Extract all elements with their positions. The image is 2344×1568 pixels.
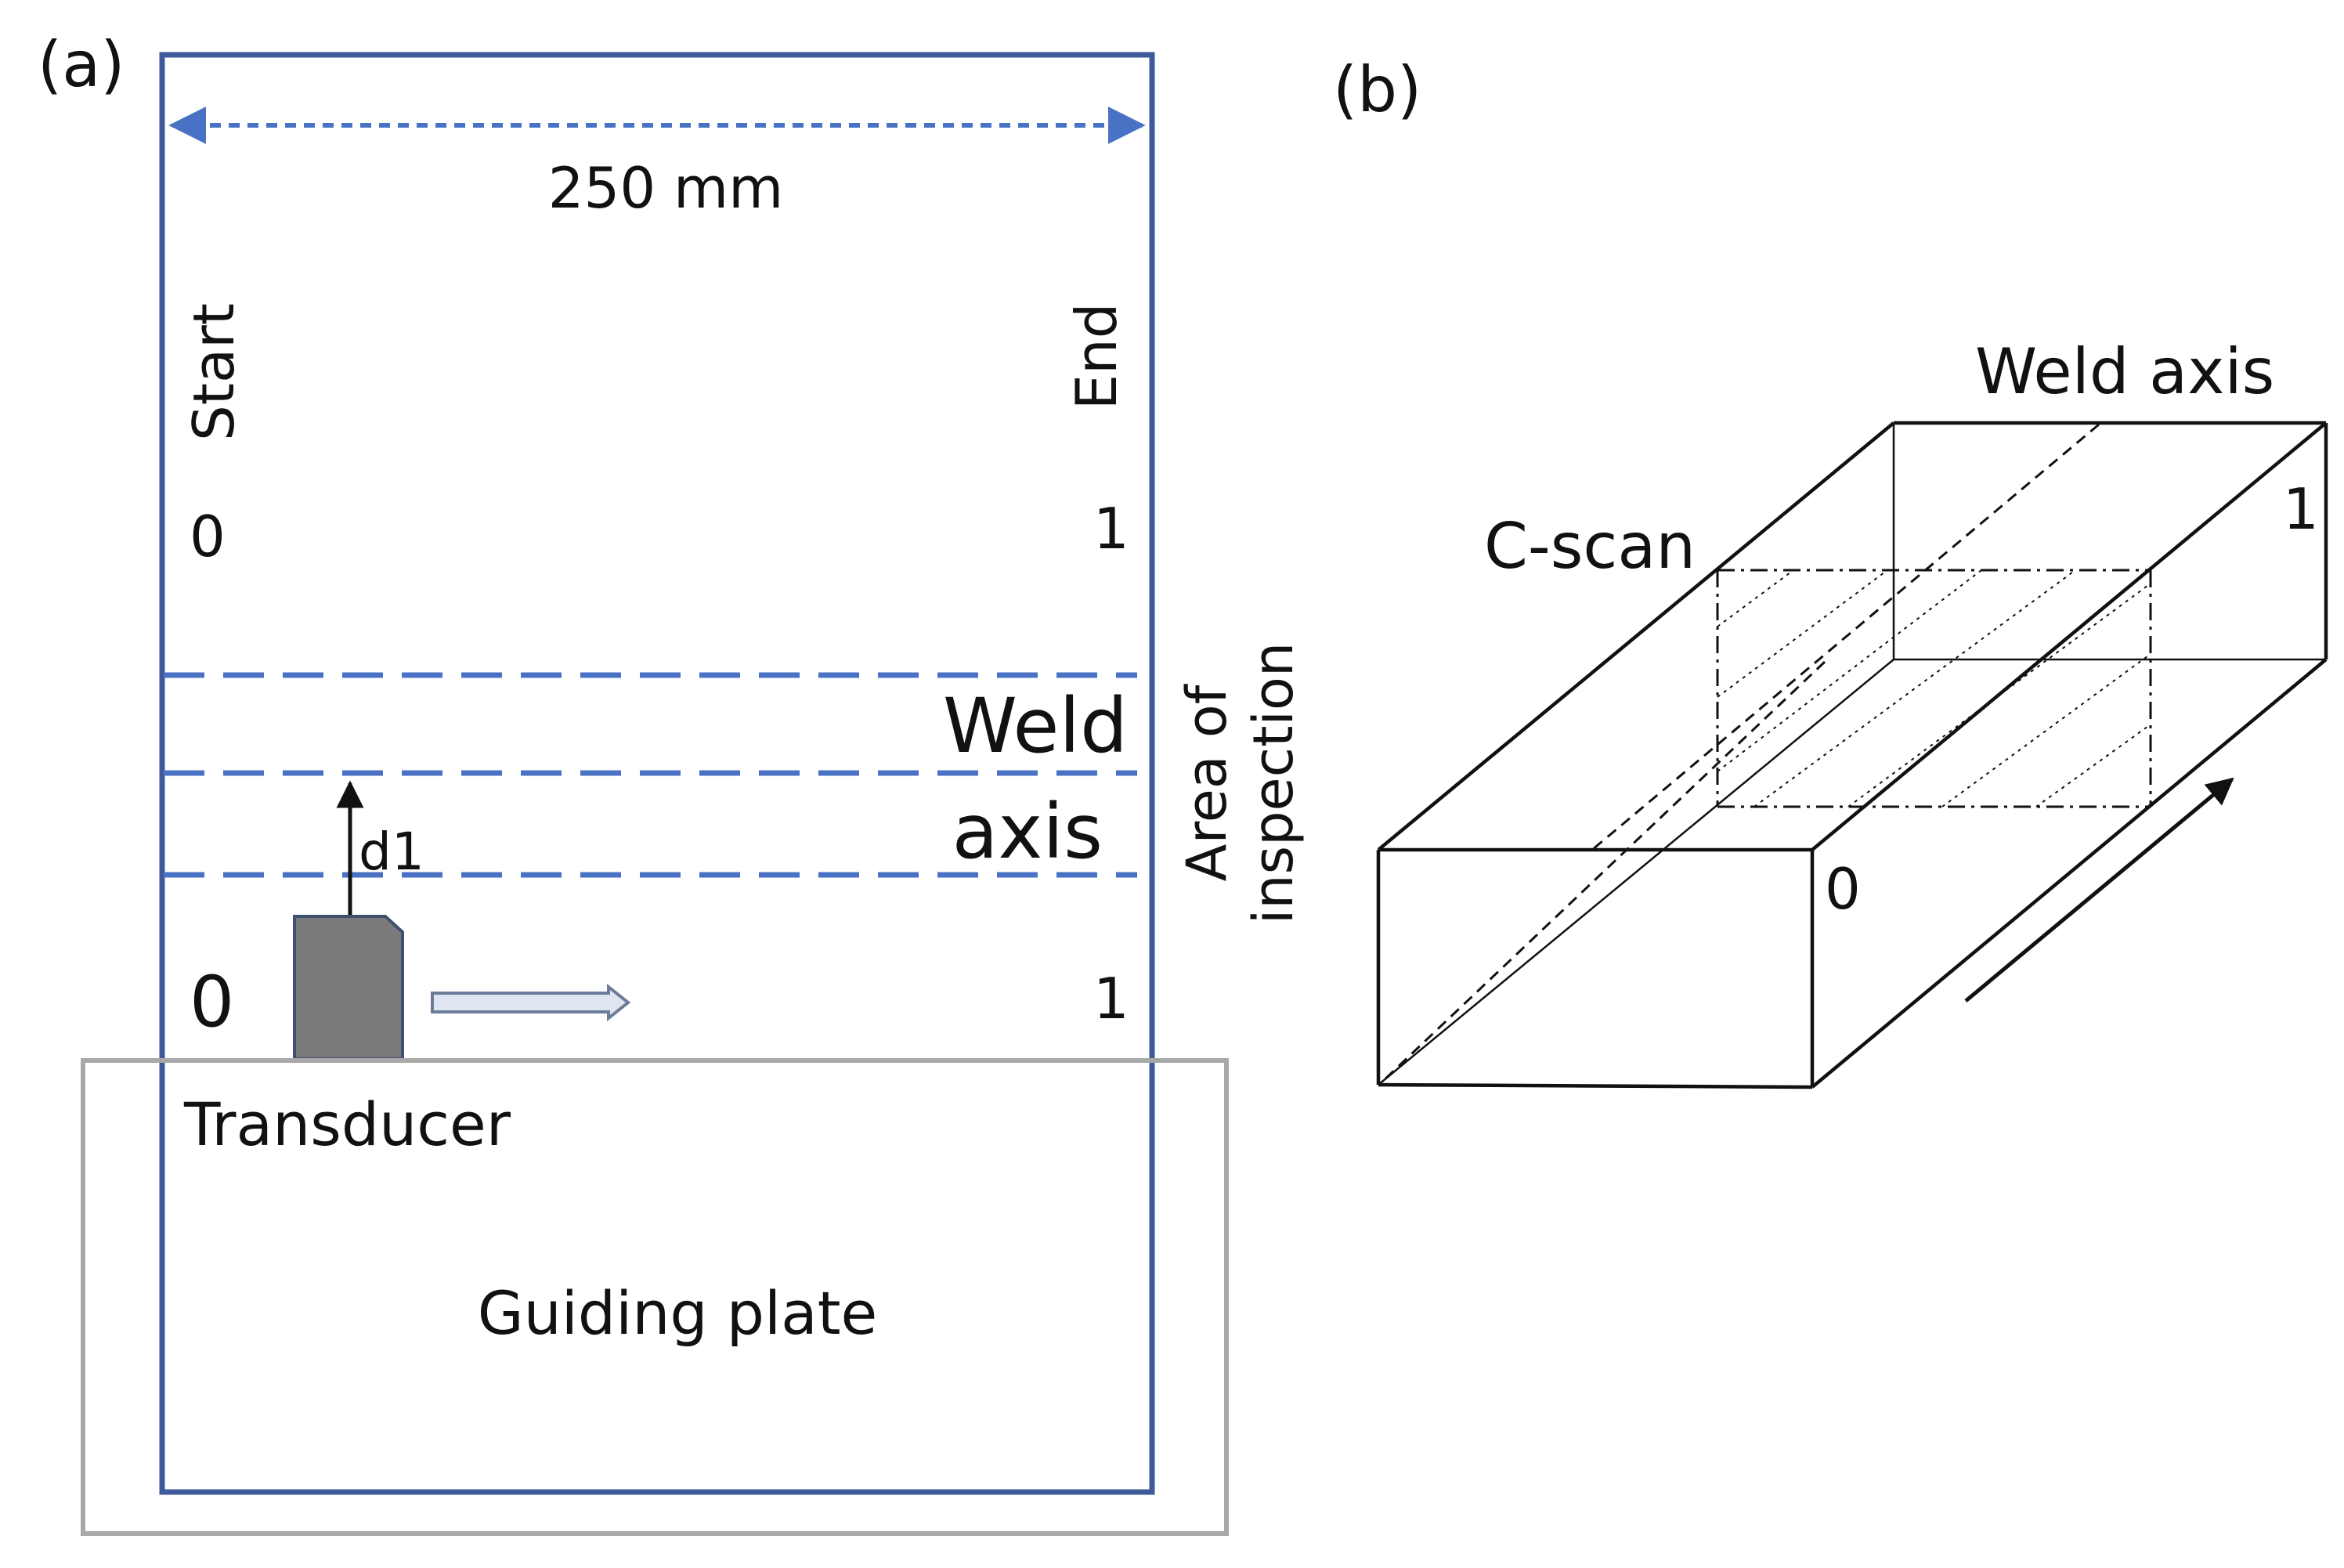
guiding-plate	[81, 1058, 1229, 1536]
weld-axis-3d-line	[1591, 423, 2100, 851]
cscan-plane	[1716, 569, 2152, 808]
end-label: End	[1064, 303, 1129, 410]
area-of-inspection-label-line1: Area of	[1175, 684, 1239, 881]
scan-direction-arrow	[431, 983, 631, 1022]
guiding-plate-label: Guiding plate	[478, 1278, 878, 1348]
panel-b: (b) Weld axis C-scan	[1333, 53, 2328, 1089]
bottom-end-value: 1	[1093, 966, 1129, 1031]
panel-b-label: (b)	[1333, 53, 1421, 126]
weld-axis-label-line1: Weld	[943, 682, 1128, 770]
weld-axis-3d-line-bottom	[1380, 660, 1826, 1084]
weld-axis-label-line2: axis	[952, 788, 1103, 876]
cscan-label: C-scan	[1484, 510, 1696, 583]
area-of-inspection-label-line2: inspection	[1241, 642, 1306, 924]
d1-label: d1	[359, 822, 424, 882]
bottom-start-value: 0	[190, 961, 234, 1043]
cscan-hatching	[1717, 569, 2151, 807]
box-hidden-edges	[1378, 423, 2326, 1086]
top-end-value: 1	[1093, 496, 1129, 562]
start-label: Start	[181, 303, 247, 441]
transducer-label: Transducer	[183, 1089, 511, 1159]
panel-a: (a) 250 mm Start End 0 1 Weld axis Area …	[38, 28, 1306, 1536]
transducer-block	[293, 915, 404, 1060]
far-end-value: 1	[2283, 476, 2319, 542]
near-end-value: 0	[1825, 856, 1861, 922]
top-start-value: 0	[190, 504, 226, 569]
scan-direction-3d-arrow	[1964, 777, 2234, 1003]
panel-a-label: (a)	[38, 28, 125, 101]
weld-axis-3d-label: Weld axis	[1975, 335, 2274, 408]
box-visible-edges	[1376, 421, 2328, 1089]
plate-outline	[159, 52, 1155, 1495]
width-dimension-label: 250 mm	[548, 155, 784, 221]
